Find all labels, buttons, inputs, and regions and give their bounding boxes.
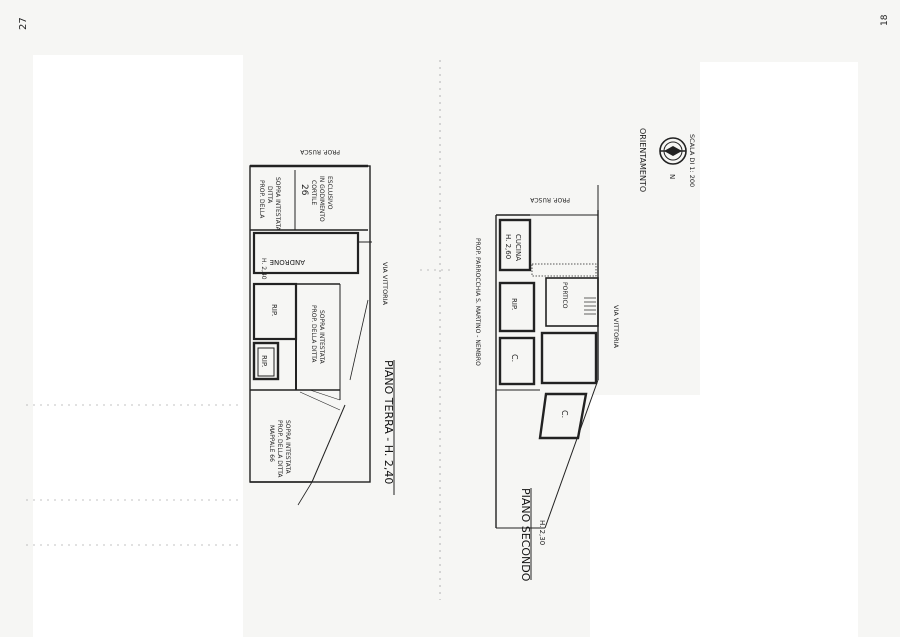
- mappale-line2: PROP. DELLA DITTA: [276, 420, 283, 478]
- corner-number-right: 18: [880, 14, 890, 26]
- blank-panel-right: [700, 62, 858, 637]
- second-floor-walls: [495, 185, 599, 529]
- second-neighbor-label: PROP. RUSCA: [529, 196, 570, 203]
- second-street-label: VIA VITTORIA: [612, 305, 620, 349]
- room-rip-lower-label: RIP.: [260, 355, 268, 367]
- mappale-line3: SOPRA INTESTATA: [284, 420, 291, 475]
- prop-ditta-top-line2: DITTA: [266, 186, 273, 204]
- orientation-block: ORIENTAMENTO N SCALA DI 1: 200: [638, 128, 696, 192]
- ground-floor-title: PIANO TERRA - H. 2,40: [382, 360, 395, 484]
- prop-ditta-mid-block: PROP. DELLA DITTA SOPRA INTESTATA: [310, 305, 325, 365]
- courtyard-line1: CORTILE: [310, 180, 317, 205]
- ground-neighbor-label: PROP. RUSCA: [299, 148, 340, 155]
- courtyard-line2: IN GODIMENTO: [318, 176, 325, 222]
- room-c1-label: C.: [510, 354, 519, 362]
- kitchen-height: H. 2,60: [504, 234, 512, 259]
- construction-lines: [26, 60, 450, 600]
- blank-panel-left: [33, 55, 243, 637]
- courtyard-mark: 26: [299, 184, 309, 196]
- ground-street-label: VIA VITTORIA: [381, 262, 389, 306]
- compass-icon: [659, 137, 687, 165]
- prop-ditta-top-line1: PROP. DELLA: [258, 180, 265, 219]
- room-rip-upper-label: RIP.: [270, 304, 278, 316]
- second-floor-title: PIANO SECONDO: [519, 488, 532, 582]
- ground-floor-walls: [249, 164, 372, 506]
- porch-label: PORTICO: [561, 282, 568, 309]
- ground-floor-plan: H. 2,40 PROP. RUSCA ANDRONE RIP. RIP. PR…: [249, 148, 395, 506]
- blank-panel-bottom: [590, 395, 710, 637]
- room-androne-label: ANDRONE: [270, 258, 305, 266]
- courtyard-line3: ESCLUSIVO: [326, 176, 333, 210]
- prop-ditta-mid-line1: PROP. DELLA DITTA: [310, 305, 317, 363]
- second-floor-plan: PROP. RUSCA H. 2,60 CUCINA RIP. PORTICO …: [474, 185, 620, 582]
- mappale-line1: MAPPALE 66: [268, 425, 275, 462]
- room-c2-label: C.: [560, 410, 569, 418]
- kitchen-label: CUCINA: [514, 234, 522, 261]
- room-rip-second-label: RIP.: [510, 298, 518, 310]
- parish-label: PROP. PARROCCHIA S. MARTINO - NEMBRO: [474, 238, 481, 366]
- prop-ditta-top-line3: SOPRA INTESTATA: [274, 177, 281, 232]
- prop-ditta-mid-line2: SOPRA INTESTATA: [318, 310, 325, 365]
- north-label: N: [668, 174, 676, 179]
- ground-height-note: H. 2,40: [260, 258, 267, 280]
- second-floor-height: H. 2,30: [538, 520, 546, 545]
- scale-label: SCALA DI 1: 200: [688, 134, 696, 187]
- prop-ditta-top-block: PROP. DELLA DITTA SOPRA INTESTATA: [258, 177, 281, 232]
- courtyard-block: 26 CORTILE IN GODIMENTO ESCLUSIVO: [299, 176, 333, 222]
- corner-number-left: 27: [18, 17, 29, 30]
- mappale-block: MAPPALE 66 PROP. DELLA DITTA SOPRA INTES…: [268, 420, 291, 478]
- orientation-label: ORIENTAMENTO: [638, 128, 647, 192]
